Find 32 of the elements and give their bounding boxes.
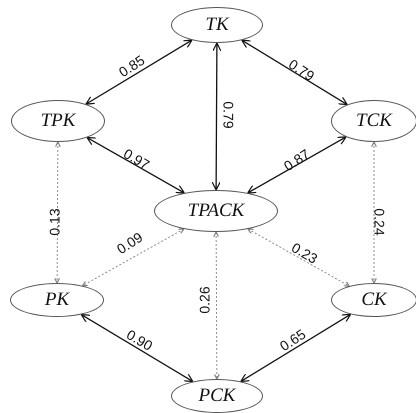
node-label: PK (44, 289, 70, 311)
edge-label: 0.65 (278, 326, 308, 354)
edge-label: 0.26 (198, 286, 212, 314)
arrow (213, 231, 220, 380)
arrow (247, 228, 350, 287)
node-label: TPACK (188, 200, 244, 222)
edge-label: 0.85 (116, 52, 148, 80)
arrow (80, 314, 194, 382)
node-label: PCK (198, 385, 236, 407)
arrow (241, 40, 348, 106)
edge-label: 0.90 (124, 327, 156, 353)
ellipse-node (331, 283, 416, 317)
arrow (212, 42, 222, 191)
edge-label: 0.97 (122, 146, 152, 172)
ellipse-node (331, 100, 416, 142)
edge-label: 0.09 (114, 230, 146, 256)
arrow (54, 141, 61, 284)
edge-label: 0.79 (286, 56, 318, 84)
edge-label: 0.24 (373, 208, 387, 236)
arrow (370, 141, 378, 284)
node-label: TCK (356, 110, 392, 132)
edge-label: 0.79 (222, 101, 236, 129)
edge-label: 0.23 (290, 240, 320, 266)
arrow (85, 40, 193, 105)
arrow (82, 228, 184, 286)
arrow (86, 136, 185, 194)
arrow (247, 136, 347, 194)
node-label: TK (205, 14, 229, 36)
arrow (240, 314, 352, 382)
node-label: TPK (40, 110, 76, 132)
edge-label: 0.13 (48, 208, 62, 236)
node-label: CK (361, 289, 387, 311)
